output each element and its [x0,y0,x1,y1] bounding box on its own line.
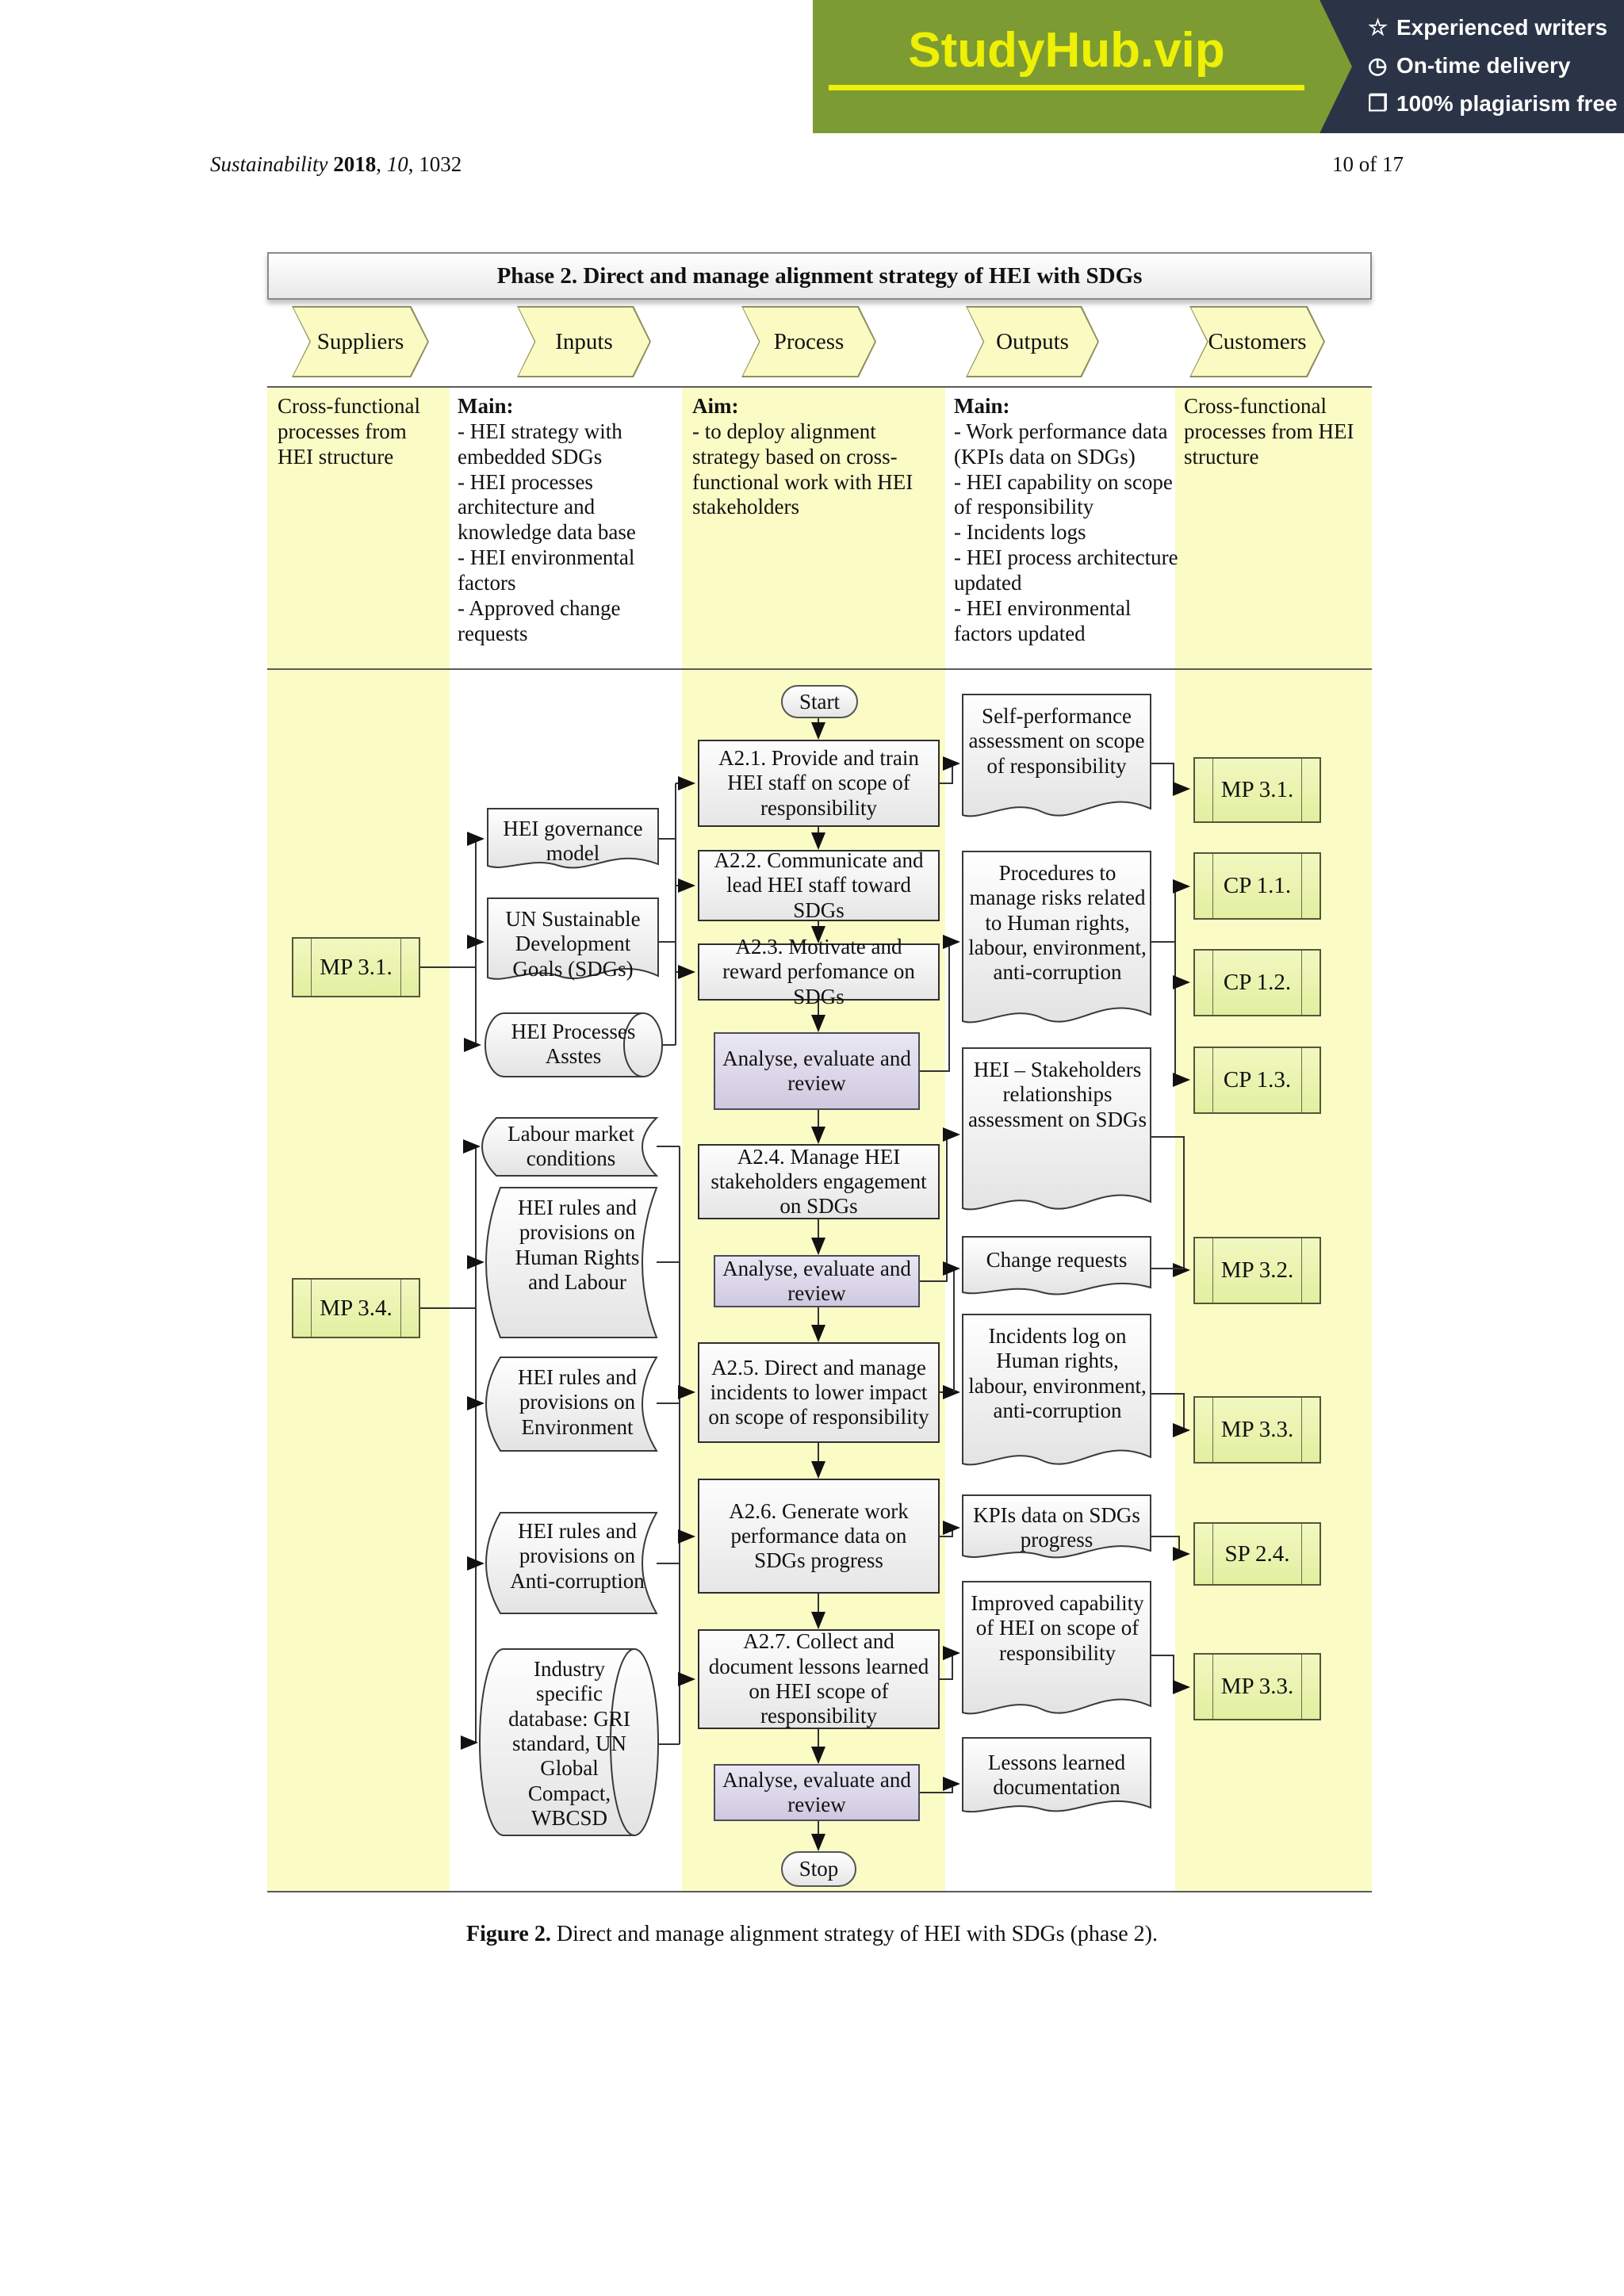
journal-number: , 1032 [408,152,462,176]
document-shape [962,1581,1151,1715]
input-human-rights-label: HEI rules and provisions on Human Rights… [515,1196,640,1294]
document-shape [962,851,1151,1024]
activity-a23: A2.3. Motivate and reward perfomance on … [698,935,940,1008]
figure-caption: Figure 2. Direct and manage alignment st… [0,1922,1624,1947]
document-shape [962,1494,1151,1559]
figure-2-flowchart: Phase 2. Direct and manage alignment str… [267,252,1372,1903]
output-lessons-label: Lessons learned documentation [987,1751,1126,1800]
input-environment-label: HEI rules and provisions on Environment [518,1365,637,1439]
banner-feature-label: 100% plagiarism free [1396,91,1618,116]
divider-line [267,1891,1372,1892]
banner-feature: ☆ Experienced writers [1368,14,1607,40]
output-change-requests-label: Change requests [986,1248,1128,1272]
studyhub-banner: StudyHub.vip ☆ Experienced writers ◷ On-ti… [813,0,1624,133]
input-database-label: Industry specific database: GRI standard… [508,1657,630,1830]
start-node: Start [781,685,858,718]
input-sdgs-label: UN Sustainable Development Goals (SDGs) [505,907,641,981]
document-shape [962,1236,1151,1295]
star-icon: ☆ [1368,15,1388,40]
document-shape [487,808,659,869]
journal-reference: Sustainability 2018, 10, 1032 [210,152,462,176]
supplier-mp31-box: MP 3.1. [292,937,420,997]
document-shape [962,1047,1151,1211]
document-shape [962,694,1151,817]
banner-feature-label: On-time delivery [1396,53,1571,78]
cylinder-rim [623,1012,644,1077]
page-number: 10 of 17 [1332,152,1404,176]
banner-green-panel [813,0,1352,133]
input-assets-label: HEI Processes Asstes [511,1020,636,1069]
input-labour-label: Labour market conditions [508,1122,634,1171]
customers-column-strip [1175,386,1372,1891]
suppliers-description: Cross-functional processes from HEI stru… [278,394,420,469]
customer-cp12-box: CP 1.2. [1193,949,1321,1016]
customers-description: Cross-functional processes from HEI stru… [1184,394,1354,469]
customer-mp31-box: MP 3.1. [1193,757,1321,823]
analyse-evaluate-review-box: Analyse, evaluate and review [714,1255,920,1307]
input-anticorruption-label: HEI rules and provisions on Anti-corrupt… [510,1519,645,1593]
input-governance-label: HEI governance model [503,817,643,866]
banner-feature: ◷ On-time delivery [1368,52,1570,78]
output-procedures-label: Procedures to manage risks related to Hu… [968,861,1147,985]
divider-line [267,386,1372,388]
flowchart-connectors [420,694,1190,1851]
supplier-mp34-box: MP 3.4. [292,1278,420,1338]
document-shape [962,1314,1151,1466]
customer-cp13-box: CP 1.3. [1193,1047,1321,1114]
stored-data-shape [481,1117,659,1177]
output-self-assessment-label: Self-performance assessment on scope of … [968,704,1145,778]
inputs-description: Main: - HEI strategy with embedded SDGs … [458,394,636,645]
activity-a24: A2.4. Manage HEI stakeholders engagement… [698,1144,940,1219]
database-rim [610,1648,635,1836]
suppliers-column-strip [267,386,450,1891]
output-kpis-label: KPIs data on SDGs progress [973,1503,1140,1552]
activity-a25: A2.5. Direct and manage incidents to low… [698,1342,940,1443]
customer-cp11-box: CP 1.1. [1193,852,1321,920]
activity-a26: A2.6. Generate work performance data on … [698,1479,940,1594]
output-stakeholders-label: HEI – Stakeholders relationships assessm… [968,1058,1147,1131]
document-shape [962,1737,1151,1813]
stop-node: Stop [781,1851,856,1887]
activity-a27: A2.7. Collect and document lessons learn… [698,1629,940,1729]
stored-data-shape [485,1512,658,1614]
outputs-description: Main: - Work performance data (KPIs data… [954,394,1178,645]
phase-title: Phase 2. Direct and manage alignment str… [267,252,1372,300]
customer-mp33b-box: MP 3.3. [1193,1653,1321,1720]
stored-data-shape [485,1187,658,1338]
column-header-inputs: Inputs [517,306,651,377]
analyse-evaluate-review-box: Analyse, evaluate and review [714,1764,920,1821]
output-incidents-log-label: Incidents log on Human rights, labour, e… [968,1324,1147,1422]
column-header-outputs: Outputs [966,306,1099,377]
journal-name: Sustainability [210,152,328,176]
customer-sp24-box: SP 2.4. [1193,1522,1321,1586]
column-header-suppliers: Suppliers [292,306,429,377]
journal-year: 2018 [333,152,377,176]
banner-feature: ❐ 100% plagiarism free [1368,90,1618,117]
customer-mp33-box: MP 3.3. [1193,1396,1321,1464]
analyse-evaluate-review-box: Analyse, evaluate and review [714,1032,920,1110]
clock-icon: ◷ [1368,53,1388,78]
process-description: Aim: - to deploy alignment strategy base… [692,394,914,519]
studyhub-logo: StudyHub.vip [829,22,1304,90]
customer-mp32-box: MP 3.2. [1193,1237,1321,1304]
document-shape [487,897,659,980]
figure-caption-text: Direct and manage alignment strategy of … [550,1922,1158,1946]
activity-a21: A2.1. Provide and train HEI staff on sco… [698,740,940,827]
divider-line [267,668,1372,670]
figure-caption-label: Figure 2. [466,1922,551,1946]
column-header-customers: Customers [1189,306,1325,377]
copy-icon: ❐ [1368,91,1388,116]
journal-volume: 10 [386,152,408,176]
banner-feature-label: Experienced writers [1396,15,1608,40]
stored-data-shape [485,1357,658,1452]
output-improved-label: Improved capability of HEI on scope of r… [971,1591,1144,1665]
column-header-process: Process [741,306,876,377]
activity-a22: A2.2. Communicate and lead HEI staff tow… [698,848,940,922]
